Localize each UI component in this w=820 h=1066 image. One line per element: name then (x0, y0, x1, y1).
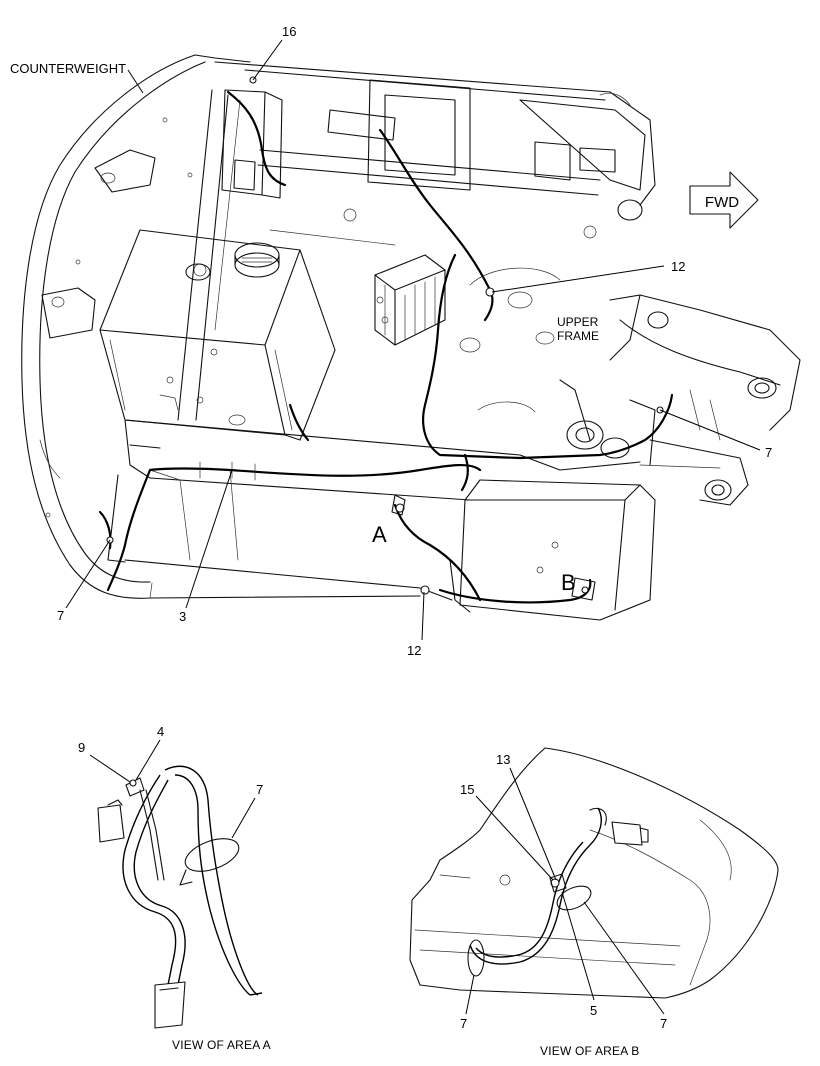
area-b-callout-7-right: 7 (660, 1016, 667, 1031)
callout-16-leader (252, 39, 283, 81)
callout-12-bottom: 12 (407, 643, 421, 658)
area-b-caption: VIEW OF AREA B (540, 1044, 640, 1058)
fuel-tank (449, 479, 656, 621)
callout-7-right-leader (659, 409, 761, 451)
area-b-callout-5-leader (561, 891, 595, 1001)
upper-frame-label-line1: UPPER (557, 315, 599, 329)
area-b-callout-7-left: 7 (460, 1016, 467, 1031)
view-of-area-a: 9 4 7 VIEW OF AREA A (78, 724, 271, 1052)
callout-16: 16 (282, 24, 296, 39)
control-valve (374, 254, 446, 346)
callout-12-top: 12 (671, 259, 685, 274)
callout-7-right: 7 (765, 445, 772, 460)
area-b-callout-7-left-leader (465, 974, 475, 1015)
view-of-area-b: 13 15 5 7 7 VIEW OF AREA B (409, 747, 779, 1058)
callout-3-leader (185, 469, 233, 609)
area-a-callout-4: 4 (157, 724, 164, 739)
fwd-direction-arrow: FWD (689, 171, 759, 229)
callout-12-bottom-leader (421, 591, 425, 641)
counterweight-leader (127, 69, 144, 94)
counterweight-label: COUNTERWEIGHT (10, 61, 126, 76)
callout-7-left: 7 (57, 608, 64, 623)
area-b-callout-15-leader (475, 795, 554, 881)
swing-bearing (459, 267, 561, 413)
area-a-callout-7: 7 (256, 782, 263, 797)
callout-7-left-leader (65, 539, 111, 609)
area-a-callout-7-leader (231, 797, 256, 839)
harness-clips (106, 76, 664, 601)
fwd-label: FWD (705, 194, 739, 211)
area-b-marker: B (561, 570, 576, 595)
battery-box (221, 89, 283, 199)
callout-12-top-leader (491, 265, 665, 293)
area-a-marker: A (372, 522, 387, 547)
counterweight-shell (21, 54, 421, 599)
area-a-callout-4-leader (135, 739, 161, 781)
area-b-callout-5: 5 (590, 1003, 597, 1018)
callout-3: 3 (179, 609, 186, 624)
area-b-callout-7-right-leader (583, 901, 665, 1015)
upper-structure-view: FWD COUNTERWEIGHT UPPER FRAME A B 16 12 … (10, 24, 801, 658)
radiator-assembly (327, 79, 646, 221)
area-a-callout-9: 9 (78, 740, 85, 755)
area-a-callout-9-leader (89, 754, 131, 783)
hydraulic-tank (99, 229, 336, 441)
area-b-callout-13-leader (509, 767, 557, 881)
upper-frame-label-line2: FRAME (557, 329, 599, 343)
area-b-callout-15: 15 (460, 782, 474, 797)
area-b-callout-13: 13 (496, 752, 510, 767)
area-a-caption: VIEW OF AREA A (172, 1038, 271, 1052)
boom-foot (559, 294, 801, 506)
